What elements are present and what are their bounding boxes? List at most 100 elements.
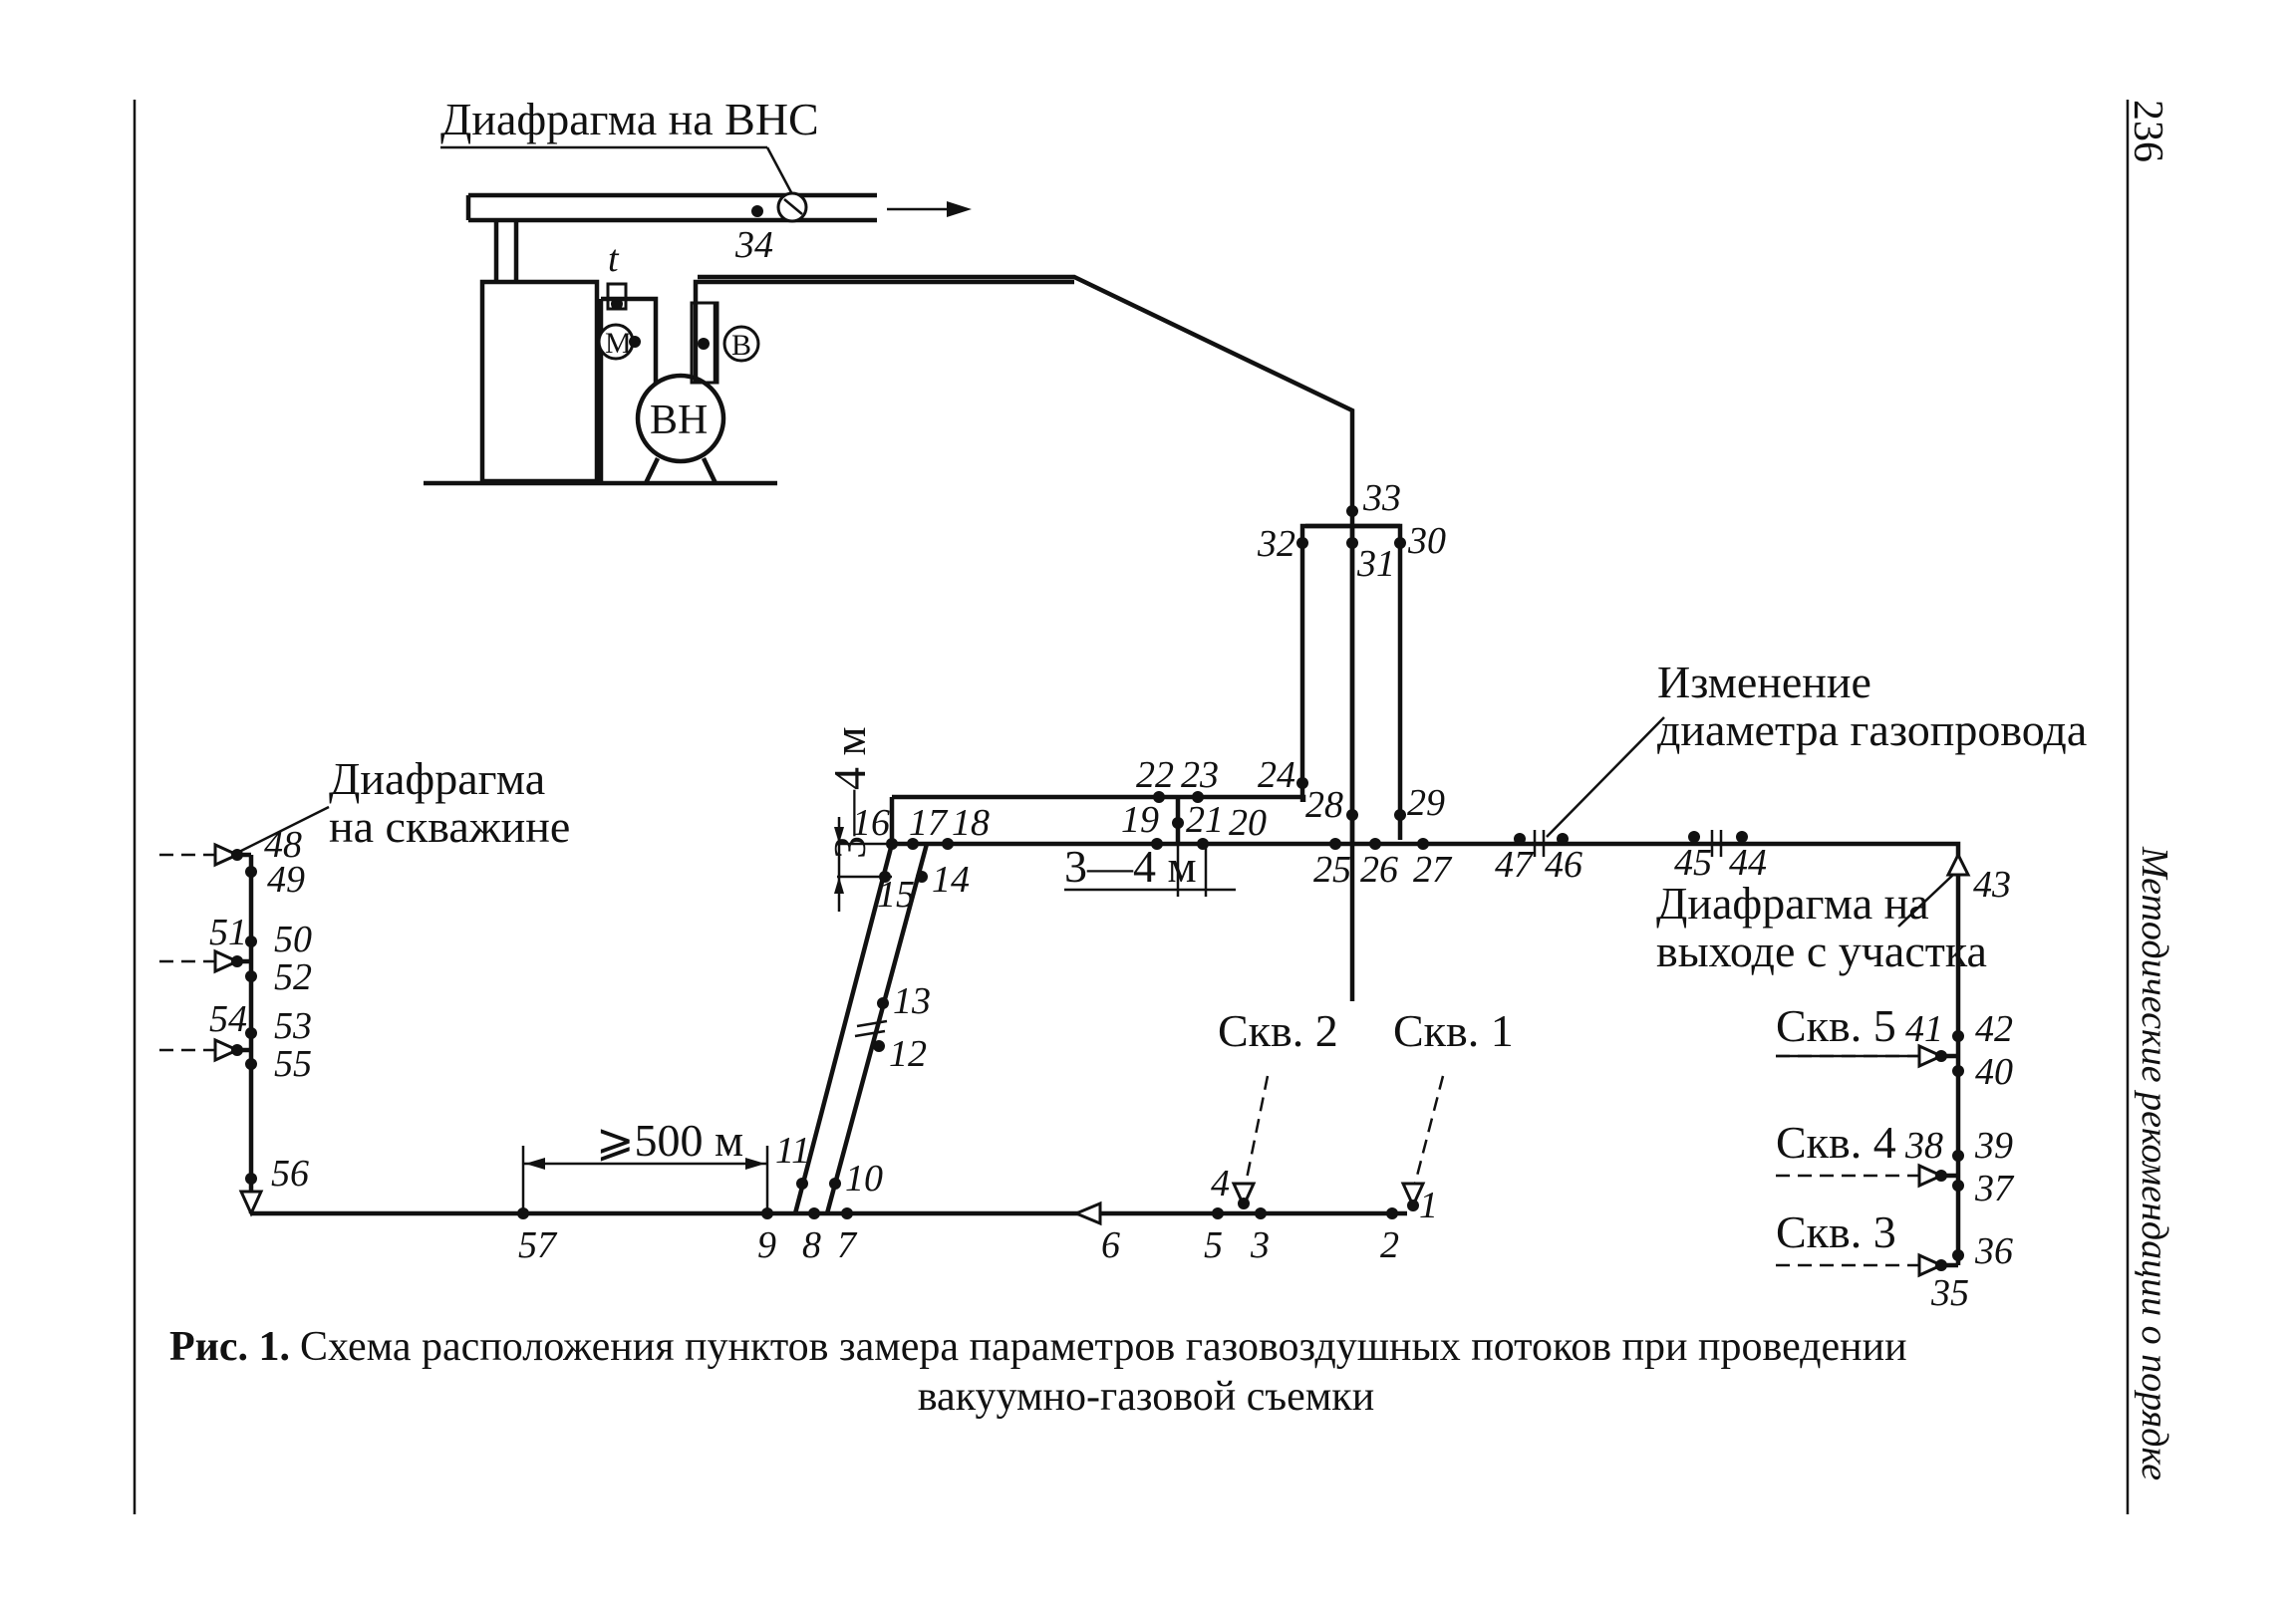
well-label-skv2: Скв. 2	[1218, 1005, 1338, 1056]
diameter-change-mark-44-45	[1710, 830, 1723, 857]
point-label-43: 43	[1973, 864, 2011, 906]
marker-50	[245, 935, 257, 947]
point-label-19: 19	[1121, 799, 1159, 841]
point-label-44: 44	[1729, 842, 1767, 884]
point-label-13: 13	[893, 980, 931, 1022]
point-label-18: 18	[952, 802, 990, 844]
point-label-22: 22	[1136, 754, 1174, 796]
point-label-4: 4	[1211, 1163, 1230, 1204]
marker-47	[1514, 833, 1526, 845]
marker-20	[1197, 838, 1209, 850]
marker-38	[1935, 1170, 1947, 1182]
marker-41	[1935, 1050, 1947, 1062]
marker-57	[517, 1207, 529, 1219]
marker-29	[1394, 809, 1406, 821]
point-label-11: 11	[775, 1130, 810, 1172]
marker-42	[1952, 1030, 1964, 1042]
point-label-6: 6	[1101, 1224, 1120, 1266]
marker-8	[808, 1207, 820, 1219]
marker-55	[245, 1058, 257, 1070]
marker-46	[1557, 833, 1569, 845]
inlet-sleeve	[690, 301, 719, 385]
incline-b-break-2	[854, 1029, 886, 1038]
point-label-9: 9	[757, 1224, 776, 1266]
manometer-point-marker	[629, 336, 641, 348]
marker-35	[1935, 1259, 1947, 1271]
caption-line-1-text: Схема расположения пунктов замера параме…	[300, 1324, 1907, 1370]
stack-pipe	[493, 220, 519, 282]
marker-2	[1386, 1207, 1398, 1219]
point-label-16: 16	[852, 802, 890, 844]
point-label-41: 41	[1905, 1008, 1943, 1050]
marker-7	[841, 1207, 853, 1219]
marker-40	[1952, 1065, 1964, 1077]
vns-building	[479, 279, 600, 484]
marker-32	[1296, 537, 1308, 549]
marker-30	[1394, 537, 1406, 549]
marker-11	[796, 1178, 808, 1190]
point-label-28: 28	[1305, 784, 1343, 826]
suction-pipe-left	[598, 296, 659, 481]
marker-49	[245, 866, 257, 878]
well-skv1-dashed	[1413, 1075, 1445, 1185]
inlet-48-arrow	[213, 842, 241, 868]
point-label-10: 10	[845, 1158, 883, 1200]
point-label-33: 33	[1362, 477, 1401, 519]
point-label-26: 26	[1360, 849, 1398, 891]
figure-caption: Рис. 1.Схема расположения пунктов замера…	[169, 1324, 1907, 1420]
point-label-30: 30	[1407, 520, 1446, 562]
dim-500: ⩾500 м	[521, 1115, 769, 1213]
point-label-51: 51	[209, 912, 247, 953]
marker-16	[886, 838, 898, 850]
well-label-skv5: Скв. 5	[1776, 1000, 1896, 1051]
label-diameter-change-1: Изменение	[1657, 657, 1871, 707]
point-label-53: 53	[274, 1005, 312, 1047]
point-label-14: 14	[932, 859, 970, 901]
caption-prefix: Рис. 1.	[169, 1324, 290, 1370]
marker-37	[1952, 1180, 1964, 1192]
point-label-20: 20	[1229, 802, 1267, 844]
marker-15	[879, 871, 891, 883]
point-label-46: 46	[1545, 844, 1582, 886]
point-label-5: 5	[1204, 1224, 1223, 1266]
page-number: 236	[2125, 100, 2170, 162]
marker-48	[231, 849, 243, 861]
marker-10	[829, 1178, 841, 1190]
point-label-49: 49	[267, 859, 305, 901]
exhaust-flow-arrowhead	[947, 201, 972, 217]
vacuum-pump-label: ВН	[650, 398, 708, 443]
point-label-35: 35	[1930, 1272, 1969, 1314]
marker-1	[1407, 1200, 1419, 1211]
point-label-39: 39	[1974, 1125, 2013, 1167]
label-temp-t: t	[608, 238, 620, 280]
marker-56	[245, 1173, 257, 1185]
marker-45	[1688, 831, 1700, 843]
point-34-label: 34	[734, 224, 773, 266]
label-diameter-change-2: диаметра газопровода	[1657, 704, 2087, 755]
label-diaphragm-well-1: Диафрагма	[329, 753, 545, 804]
marker-52	[245, 970, 257, 982]
inlet-54-arrow	[213, 1037, 241, 1063]
well-label-skv4: Скв. 4	[1776, 1117, 1896, 1168]
vns-station: Диафрагма на ВНС 34 t М ВН В	[424, 94, 1074, 486]
caption-line-1: Рис. 1.Схема расположения пунктов замера…	[169, 1324, 1907, 1370]
marker-17	[907, 838, 919, 850]
well-label-skv3: Скв. 3	[1776, 1206, 1896, 1257]
marker-25	[1329, 838, 1341, 850]
dim-3-4-horizontal-label: 3—4 м	[1064, 841, 1197, 892]
right-well-inlets	[1776, 1043, 1958, 1278]
marker-13	[877, 997, 889, 1009]
well-skv2-dashed	[1244, 1075, 1270, 1185]
dim-vertical-arrowhead-top	[834, 827, 844, 844]
marker-4	[1238, 1198, 1250, 1209]
marker-31	[1346, 537, 1358, 549]
well-skv2-arrow	[1231, 1182, 1257, 1209]
point-label-31: 31	[1356, 543, 1395, 585]
point-label-25: 25	[1313, 849, 1351, 891]
marker-27	[1417, 838, 1429, 850]
flow-arrow-6	[1072, 1201, 1102, 1226]
marker-28	[1346, 809, 1358, 821]
point-34-marker	[751, 205, 763, 217]
marker-54	[231, 1044, 243, 1056]
point-label-12: 12	[889, 1033, 927, 1075]
